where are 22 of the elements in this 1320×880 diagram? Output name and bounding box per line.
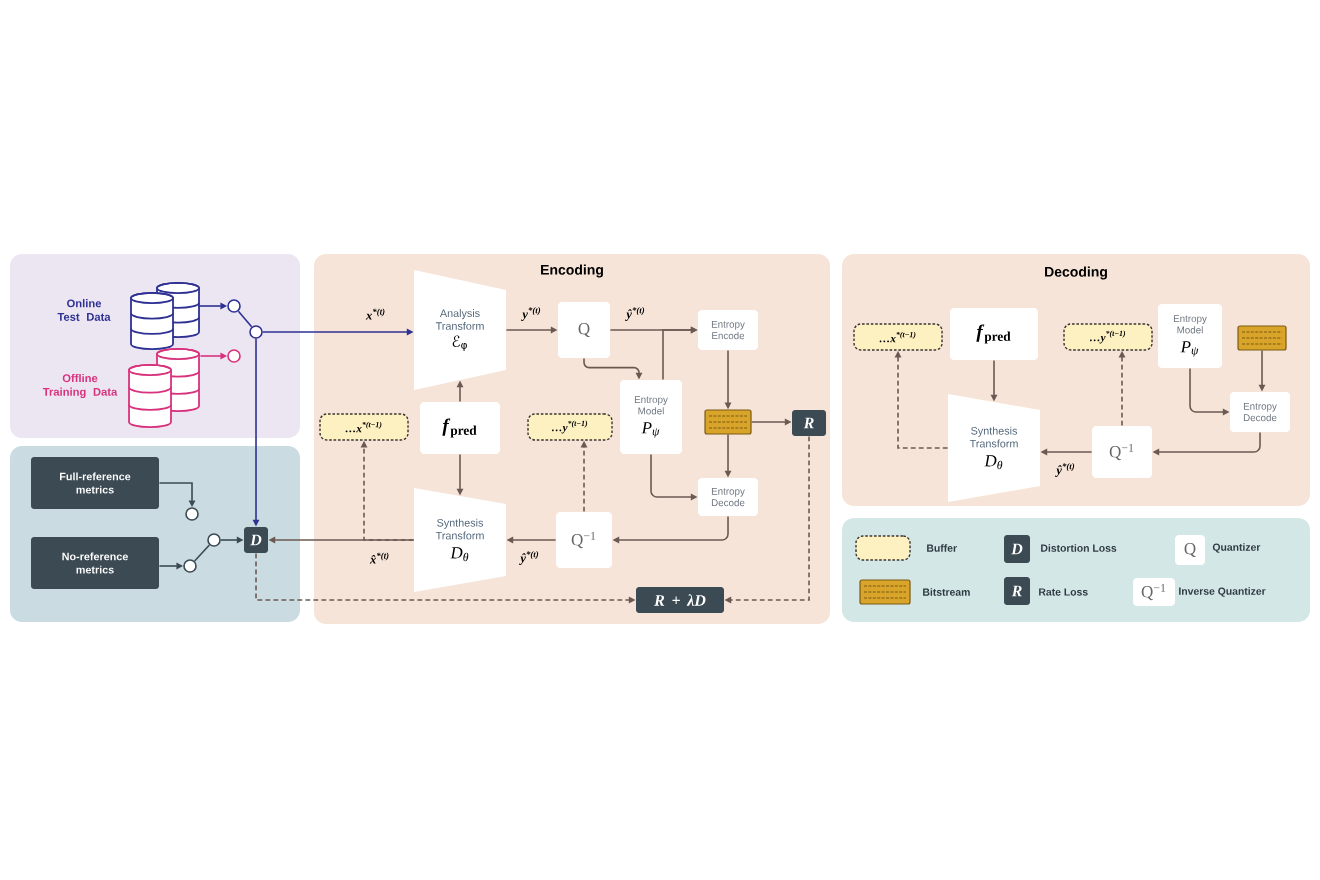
symbol-tile: Q$^{−1}$ xyxy=(1133,578,1175,606)
connector-line xyxy=(193,544,211,562)
bitstream-icon xyxy=(1237,325,1287,351)
loss-box: D xyxy=(244,527,268,553)
quantizer-box: Q$^{−1}$ xyxy=(1092,426,1152,478)
loss-box: R xyxy=(792,410,826,436)
switch-terminal xyxy=(185,507,199,521)
switch-terminal xyxy=(249,325,263,339)
bitstream-icon xyxy=(704,409,752,435)
symbol-tile: Q xyxy=(1175,535,1205,565)
prediction-box: f$_{pred}$ xyxy=(950,308,1038,360)
switch-terminal xyxy=(227,299,241,313)
connector-line xyxy=(237,310,253,328)
symbol-tile: D xyxy=(1004,535,1030,563)
loss-box: R + λD xyxy=(636,587,724,613)
switch-terminal xyxy=(227,349,241,363)
quantizer-box: Q$^{−1}$ xyxy=(556,512,612,568)
prediction-box: f$_{pred}$ xyxy=(420,402,500,454)
symbol-tile: R xyxy=(1004,577,1030,605)
switch-terminal xyxy=(183,559,197,573)
quantizer-box: Q xyxy=(558,302,610,358)
switch-terminal xyxy=(207,533,221,547)
